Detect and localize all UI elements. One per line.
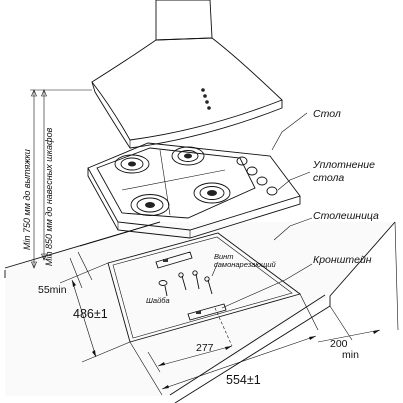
leader-lines — [211, 112, 313, 309]
burner-front-left — [130, 194, 170, 216]
label-bracket: Кронштейн — [313, 254, 372, 266]
dim-margin-left: 55min — [38, 251, 93, 296]
burner-rear-right — [171, 146, 205, 166]
bracket-right — [187, 303, 227, 321]
screws — [178, 270, 213, 295]
washer — [158, 280, 168, 297]
vertical-label-hood: Min 750 мм до вытяжки — [22, 149, 32, 250]
dim-width: 554±1 — [129, 293, 319, 396]
bracket-left — [155, 251, 193, 269]
label-countertop: Столешница — [313, 210, 379, 222]
burner-front-right — [193, 182, 231, 204]
hood-button-2 — [203, 94, 207, 98]
label-washer: Шайба — [146, 296, 170, 305]
dim-rear-clearance: 200 min — [317, 221, 399, 361]
vertical-dimension: Min 750 мм до вытяжки Min 850 мм до наве… — [22, 89, 92, 269]
dim-width-text: 554±1 — [226, 373, 261, 387]
dim-margin-left-text: 55min — [38, 284, 67, 296]
hood-button-1 — [201, 88, 205, 92]
vertical-label-cabinets: Min 850 мм до навесных шкафов — [44, 127, 54, 266]
label-seal-line1: Уплотнение — [312, 159, 375, 171]
dim-half-width: 277 — [147, 307, 233, 373]
dim-half-width-text: 277 — [196, 342, 214, 354]
dim-depth: 486±1 — [59, 262, 131, 363]
hood-button-4 — [207, 106, 211, 110]
dim-depth-text: 486±1 — [73, 307, 108, 321]
hood-button-3 — [205, 100, 209, 104]
control-knobs — [236, 156, 278, 196]
label-table: Стол — [313, 108, 341, 120]
range-hood — [91, 0, 283, 149]
label-seal-line2: стола — [313, 172, 344, 184]
hob — [87, 142, 301, 239]
label-screw-line1: Винт — [214, 252, 234, 261]
burner-rear-left — [114, 154, 150, 174]
dim-rear-clearance-text1: 200 — [330, 338, 348, 350]
label-screw-line2: самонарезающий — [214, 260, 277, 269]
dim-rear-clearance-text2: min — [342, 349, 359, 361]
